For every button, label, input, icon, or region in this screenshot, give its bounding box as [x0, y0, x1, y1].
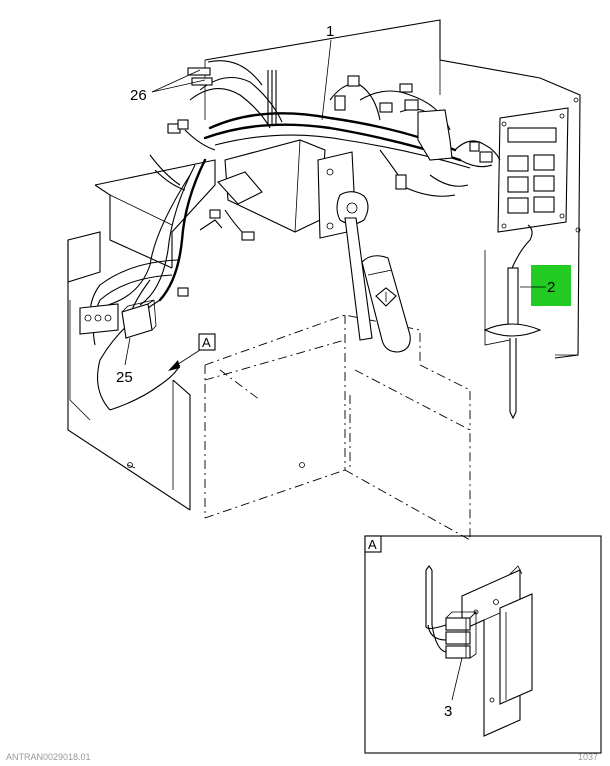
highlight-box-item-2 — [531, 265, 571, 306]
callout-label-2: 2 — [547, 279, 555, 296]
detail-inset-a: A 3 — [364, 535, 602, 754]
central-module-bracket — [217, 139, 373, 341]
callout-label-1: 1 — [326, 23, 334, 40]
callout-label-26: 26 — [130, 87, 147, 104]
callout-2: 2 — [520, 279, 555, 296]
callout-26: 26 — [130, 69, 206, 104]
left-relay-module — [79, 299, 157, 339]
drawing-id: ANTRAN0029018.01 — [6, 752, 91, 761]
sensor-probe — [483, 224, 542, 420]
callout-label-3: 3 — [444, 703, 452, 720]
callout-1: 1 — [321, 23, 334, 121]
view-a-indicator: A — [168, 333, 216, 371]
inset-a-label: A — [368, 537, 377, 552]
callout-25: 25 — [116, 337, 133, 386]
view-a-label: A — [202, 335, 211, 350]
lever-handle — [361, 255, 411, 353]
callout-label-25: 25 — [116, 369, 133, 386]
control-keypad-module — [497, 97, 581, 233]
hidden-panel-outline — [204, 314, 471, 541]
cab-panel-structure — [67, 19, 581, 511]
page-id: 1037 — [578, 752, 598, 761]
harness-connectors — [167, 67, 493, 297]
